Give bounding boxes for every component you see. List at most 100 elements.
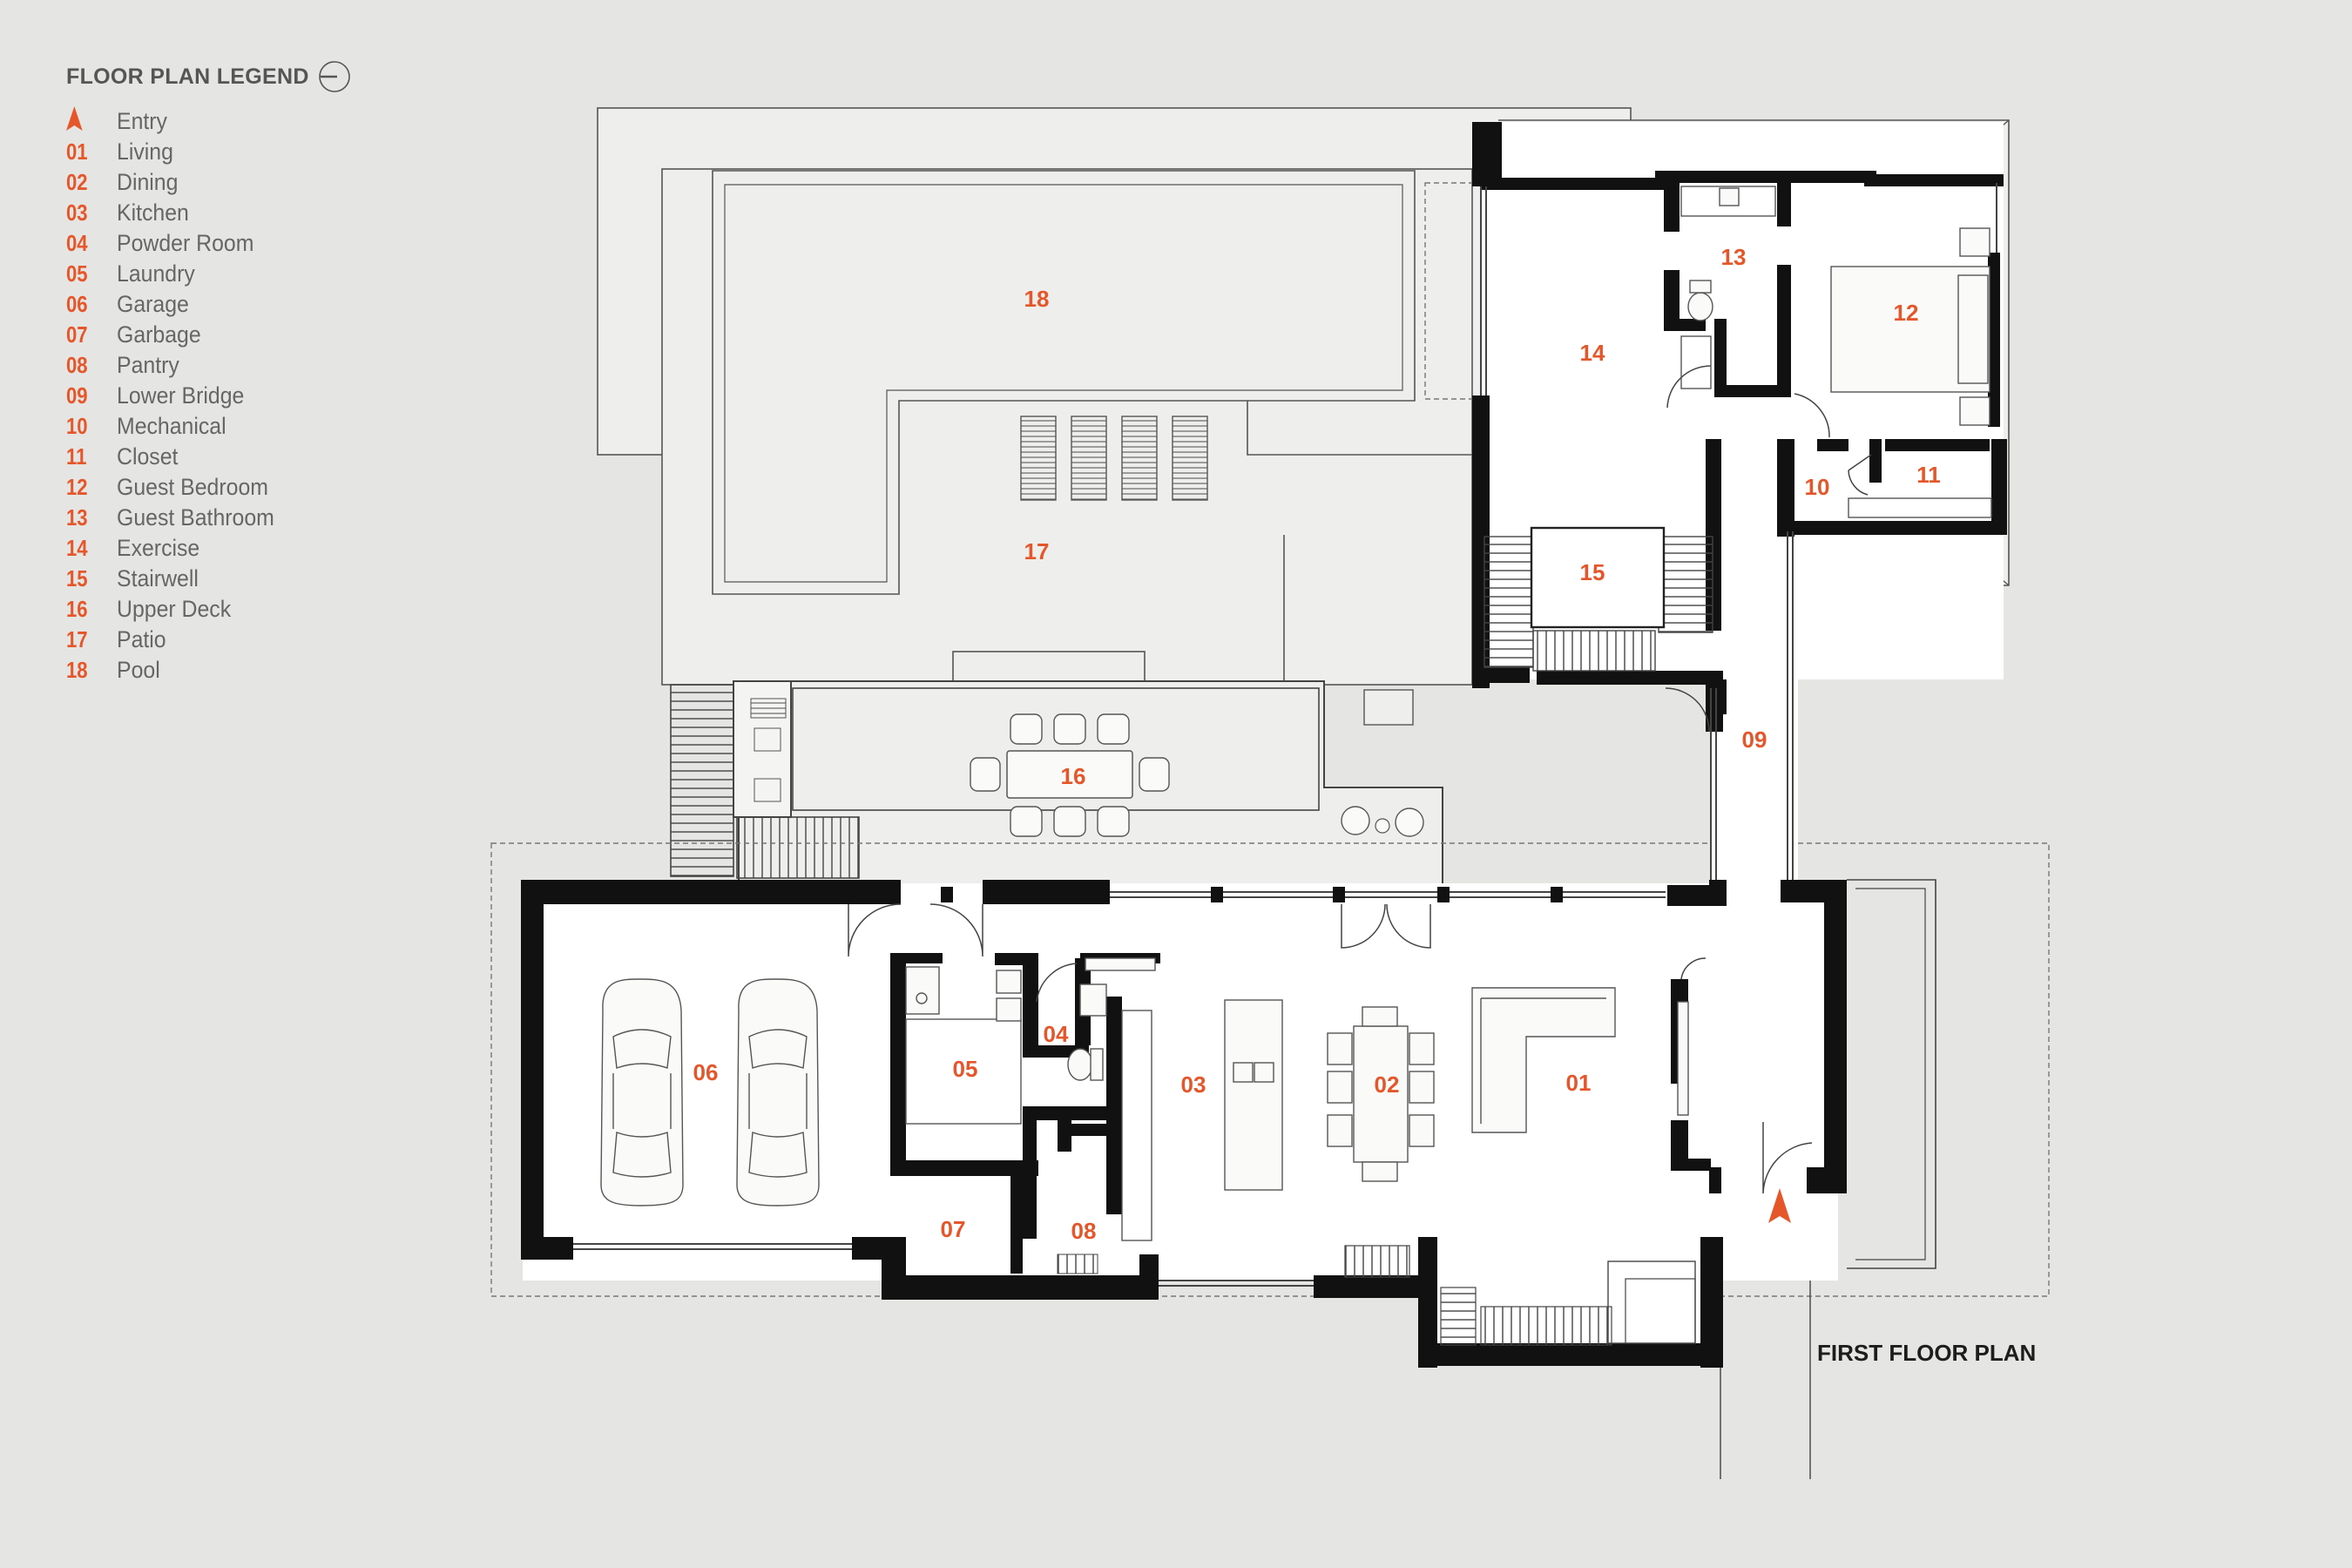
legend-item: 04 Powder Room [66,228,415,259]
dashed-planter-right [1424,182,1482,400]
walls [521,122,2007,1368]
room-label-05: 05 [953,1056,978,1082]
patio-step [952,651,1146,684]
legend-list: Entry 01 Living 02 Dining 03 Kitchen 04 Powd… [66,106,415,686]
legend-code: 04 [66,230,88,256]
room-label-10: 10 [1805,474,1830,500]
living-sofa [1471,987,1616,1133]
interior-stairs [1057,526,1713,1346]
legend-code: 10 [66,413,88,439]
glazing [573,183,1997,1287]
legend-label: Guest Bathroom [117,504,274,531]
fixtures [600,186,1992,1241]
legend-label: Pantry [117,352,179,378]
legend-label: Laundry [117,260,195,287]
legend-code: 15 [66,565,88,591]
legend-code: 09 [66,382,88,409]
lounge-chairs [1020,416,1208,501]
room-label-03: 03 [1181,1071,1206,1098]
legend-item: 11 Closet [66,442,415,472]
legend-label: Upper Deck [117,596,232,622]
legend-code: 16 [66,596,88,622]
doors [848,365,1872,1194]
legend-label: Stairwell [117,565,199,591]
legend-code: 07 [66,321,88,348]
legend-label: Closet [117,443,179,470]
legend-code: 17 [66,626,88,652]
room-label-18: 18 [1024,286,1050,312]
deck-dining-set [970,713,1170,837]
legend-item: 16 Upper Deck [66,594,415,625]
legend-code: 18 [66,657,88,683]
stair-landing [1530,526,1666,629]
room-labels: 01 02 03 04 05 06 07 08 09 10 11 12 13 1… [693,244,1941,1244]
legend-code: 01 [66,139,88,165]
entry-arrow-icon [66,106,109,137]
legend-label: Dining [117,169,179,195]
room-label-16: 16 [1061,763,1086,789]
indoor-floors [523,122,2004,1364]
legend-item-entry: Entry [66,106,415,137]
legend-item: 10 Mechanical [66,411,415,442]
room-label-11: 11 [1916,462,1941,488]
room-label-12: 12 [1894,300,1919,326]
legend-code: 05 [66,260,88,287]
legend-item: 02 Dining [66,167,415,198]
legend-label: Mechanical [117,413,226,439]
legend-code: 06 [66,291,88,317]
deck-planter [1363,689,1414,726]
legend-label: Kitchen [117,199,189,226]
legend-item: 01 Living [66,137,415,167]
legend-code: 03 [66,199,88,226]
room-label-09: 09 [1742,727,1767,753]
room-label-01: 01 [1566,1070,1592,1096]
car-right-icon [736,978,820,1206]
legend-item: 12 Guest Bedroom [66,472,415,503]
legend-item: 05 Laundry [66,259,415,289]
legend-label: Powder Room [117,230,254,256]
outdoor-areas [490,107,2050,1479]
room-label-13: 13 [1721,244,1747,270]
legend-code: 12 [66,474,88,500]
entry-arrow-icon [1768,1188,1791,1223]
entry-side-rail [1847,879,1936,1269]
legend-item: 15 Stairwell [66,564,415,594]
legend-code: 11 [66,443,87,470]
pool-outline [712,170,1416,595]
legend-item: 03 Kitchen [66,198,415,228]
car-left-icon [600,978,684,1206]
room-label-06: 06 [693,1059,719,1085]
deck-stairs-left [670,684,734,877]
kitchen-island [1224,999,1283,1191]
legend-label: Garage [117,291,189,317]
legend-label: Entry [117,108,167,134]
pool-inner-outline [724,184,1403,583]
legend-item: 17 Patio [66,625,415,655]
legend-label: Pool [117,657,160,683]
legend-code: 14 [66,535,88,561]
legend-label: Living [117,139,173,165]
legend-label: Lower Bridge [117,382,245,409]
legend-item: 18 Pool [66,655,415,686]
legend-label: Exercise [117,535,200,561]
legend-code: 13 [66,504,88,531]
legend-item: 08 Pantry [66,350,415,381]
deck-lounge-chairs [1341,806,1424,837]
legend-label: Garbage [117,321,201,348]
room-label-04: 04 [1044,1021,1069,1047]
legend-item: 09 Lower Bridge [66,381,415,411]
legend-title-text: FLOOR PLAN LEGEND [66,64,309,89]
room-label-17: 17 [1024,538,1050,564]
legend-code: 08 [66,352,88,378]
legend-item: 07 Garbage [66,320,415,350]
deck-stairs-bottom [736,816,860,879]
legend-code: 02 [66,169,88,195]
legend-label: Guest Bedroom [117,474,268,500]
room-label-08: 08 [1071,1218,1097,1244]
patio-planter [1247,401,1472,456]
mullions [941,887,1563,902]
floor-plan-legend: FLOOR PLAN LEGEND Entry 01 Living 02 Dinin… [66,59,415,686]
north-arrow-icon [318,61,350,92]
legend-label: Patio [117,626,166,652]
